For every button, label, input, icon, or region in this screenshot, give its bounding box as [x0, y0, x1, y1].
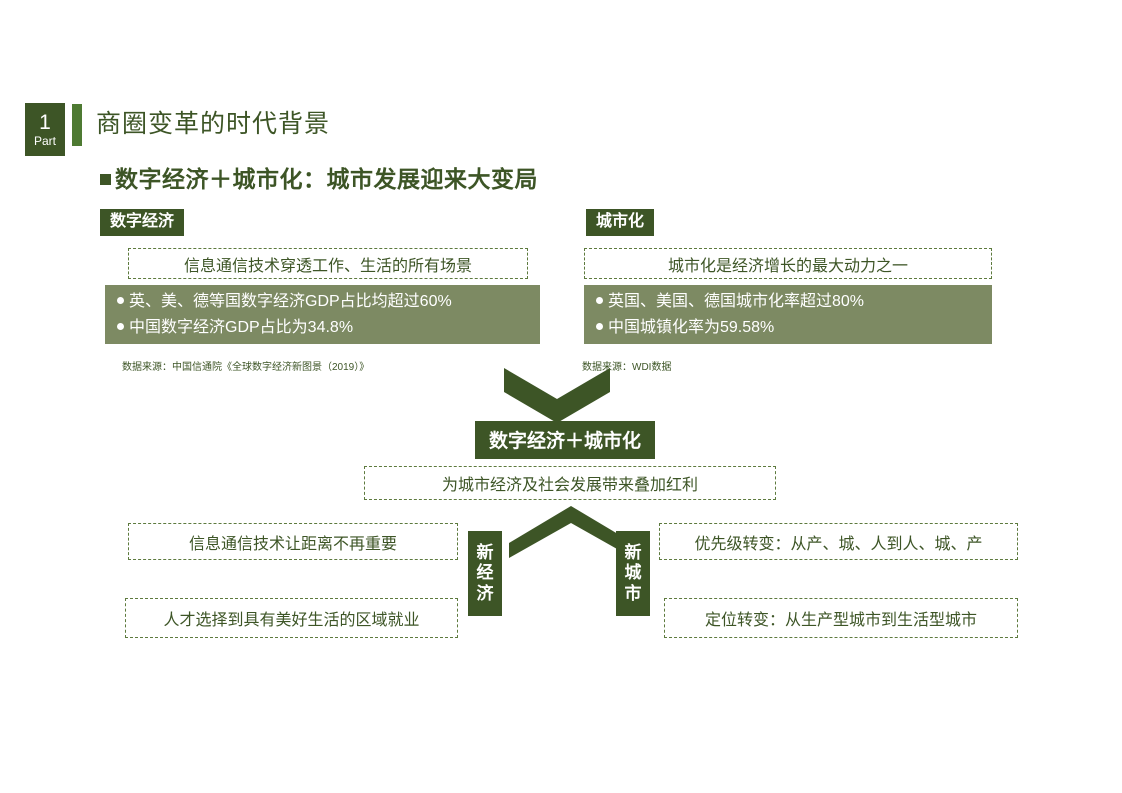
part-number: 1 — [39, 111, 51, 134]
bullet-text: 中国数字经济GDP占比为34.8% — [129, 319, 354, 336]
right-block-bullets: 英国、美国、德国城市化率超过80% 中国城镇化率为59.58% — [584, 285, 992, 344]
bullet-dot-icon — [117, 297, 124, 304]
part-word: Part — [33, 134, 56, 148]
bullet-item: 中国数字经济GDP占比为34.8% — [117, 320, 528, 336]
bullet-dot-icon — [596, 297, 603, 304]
new-city-char: 城 — [624, 563, 642, 583]
bottom-left-item-2: 人才选择到具有美好生活的区域就业 — [125, 598, 458, 638]
right-block-subtitle: 城市化是经济增长的最大动力之一 — [584, 248, 992, 279]
bullet-item: 英、美、德等国数字经济GDP占比均超过60% — [117, 294, 528, 310]
page-title: 商圈变革的时代背景 — [96, 110, 331, 138]
chevron-up-icon — [509, 506, 633, 558]
new-economy-char: 济 — [476, 583, 494, 603]
new-economy-label: 新 经 济 — [468, 531, 502, 616]
bullet-item: 英国、美国、德国城市化率超过80% — [596, 294, 980, 310]
left-block-source: 数据来源：中国信通院《全球数字经济新图景（2019）》 — [122, 362, 370, 373]
bullet-dot-icon — [117, 323, 124, 330]
right-block-source: 数据来源：WDI数据 — [582, 362, 672, 373]
bottom-right-item-2: 定位转变：从生产型城市到生活型城市 — [664, 598, 1018, 638]
square-bullet-icon — [100, 174, 111, 185]
new-city-char: 新 — [624, 543, 642, 563]
new-economy-char: 经 — [476, 563, 494, 583]
bottom-right-item-1: 优先级转变：从产、城、人到人、城、产 — [659, 523, 1018, 560]
bottom-left-item-1: 信息通信技术让距离不再重要 — [128, 523, 458, 560]
benefit-box: 为城市经济及社会发展带来叠加红利 — [364, 466, 776, 500]
combined-concept-tag: 数字经济＋城市化 — [475, 421, 656, 459]
section-heading: 数字经济＋城市化：城市发展迎来大变局 — [100, 160, 538, 194]
bullet-text: 中国城镇化率为59.58% — [608, 319, 775, 336]
part-badge: 1 Part — [25, 103, 65, 156]
new-economy-char: 新 — [476, 543, 494, 563]
left-block-bullets: 英、美、德等国数字经济GDP占比均超过60% 中国数字经济GDP占比为34.8% — [105, 285, 540, 344]
left-block-subtitle: 信息通信技术穿透工作、生活的所有场景 — [128, 248, 528, 279]
bullet-text: 英国、美国、德国城市化率超过80% — [608, 293, 865, 310]
section-heading-text: 数字经济＋城市化：城市发展迎来大变局 — [115, 166, 538, 192]
bullet-text: 英、美、德等国数字经济GDP占比均超过60% — [129, 293, 452, 310]
left-block-tag: 数字经济 — [100, 209, 185, 237]
bullet-item: 中国城镇化率为59.58% — [596, 320, 980, 336]
new-city-label: 新 城 市 — [616, 531, 650, 616]
chevron-down-icon — [504, 368, 610, 423]
right-block-tag: 城市化 — [586, 209, 655, 237]
new-city-char: 市 — [624, 583, 642, 603]
title-accent-bar — [72, 104, 82, 146]
bullet-dot-icon — [596, 323, 603, 330]
